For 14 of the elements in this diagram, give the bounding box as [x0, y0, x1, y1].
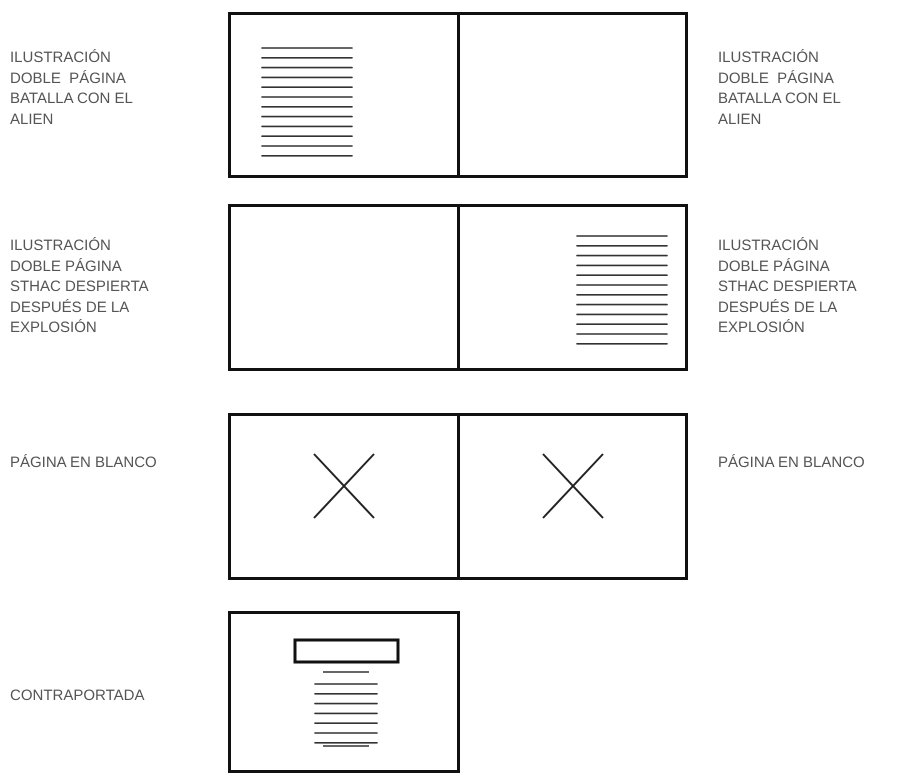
page-caption: PÁGINA EN BLANCO	[718, 453, 866, 473]
page-box	[228, 204, 460, 371]
page-caption: ILUSTRACIÓN DOBLE PÁGINA BATALLA CON EL ALIEN	[718, 48, 842, 130]
page-caption: CONTRAPORTADA	[10, 686, 146, 706]
page-box	[228, 611, 460, 773]
page-box	[228, 413, 460, 580]
page-box	[457, 12, 688, 178]
page-box	[457, 204, 688, 371]
page-box	[457, 413, 688, 580]
page-caption: PÁGINA EN BLANCO	[10, 453, 158, 473]
page-box	[228, 12, 460, 178]
page-caption: ILUSTRACIÓN DOBLE PÁGINA STHAC DESPIERTA DESPUÉS DE LA EXPLOSIÓN	[718, 236, 858, 338]
page-caption: ILUSTRACIÓN DOBLE PÁGINA STHAC DESPIERTA DESPUÉS DE LA EXPLOSIÓN	[10, 236, 150, 338]
page-caption: ILUSTRACIÓN DOBLE PÁGINA BATALLA CON EL ALIEN	[10, 48, 134, 130]
